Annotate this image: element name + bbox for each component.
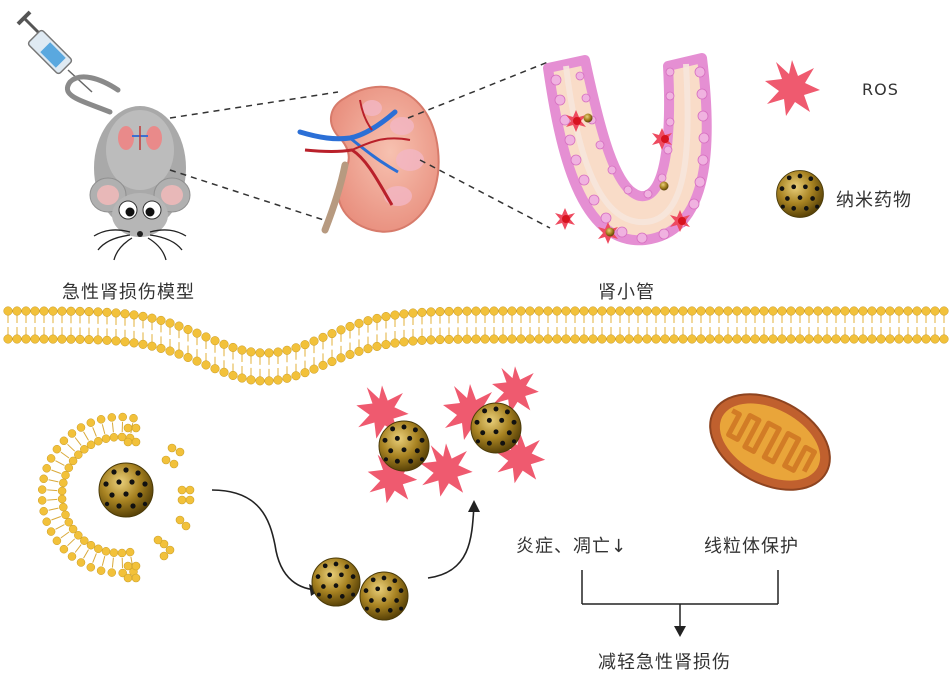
nanoparticle-icon [470,402,522,454]
arrow-head [674,626,686,637]
mito-label: 线粒体保护 [704,536,799,557]
inflammation-label: 炎症、凋亡↓ [516,536,628,557]
membrane-icon [3,306,949,386]
result-label: 减轻急性肾损伤 [598,652,731,673]
flow-arrow [427,504,475,579]
syringe-icon [16,10,93,93]
kidney-icon [297,85,440,234]
mouse-icon [65,74,191,261]
nanodrug-label: 纳米药物 [836,190,912,211]
liposome-icon [37,412,138,578]
model-label: 急性肾损伤模型 [62,282,195,303]
bracket-lines [581,570,779,630]
tubule-label: 肾小管 [598,282,655,303]
nanoparticle-icon [776,170,824,218]
nanoparticle-icon [98,462,154,518]
zoom-line [419,159,551,229]
ros-star-icon [765,60,820,116]
nanoparticle-icon [311,557,361,607]
nanoparticle-icon [378,420,430,472]
ros-label: ROS [862,80,899,99]
flow-arrow [211,489,321,591]
zoom-line [407,61,549,119]
lipid-fragments [123,423,195,583]
nanoparticle-icon [359,571,409,621]
arrow-head [468,500,480,512]
zoom-line [169,169,331,223]
zoom-line [169,91,339,119]
tubule-icon [543,53,712,246]
mitochondria-icon [709,393,831,491]
